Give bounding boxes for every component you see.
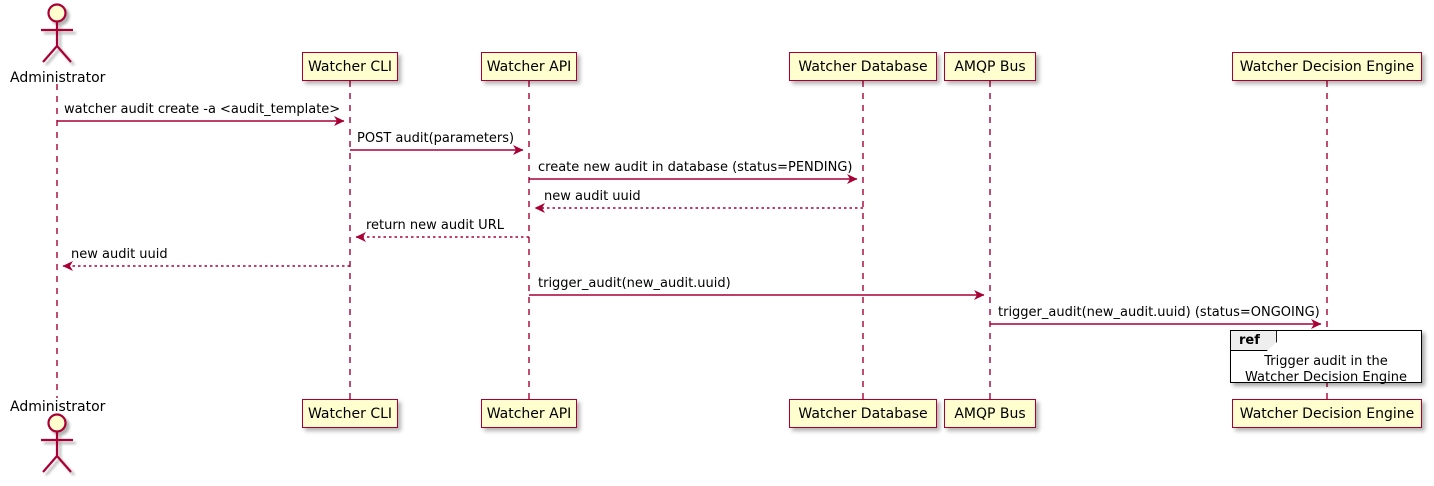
participant-box-watcher-api-bottom[interactable]: Watcher API	[481, 399, 577, 428]
ref-fragment-line-1: Trigger audit in the	[1264, 354, 1388, 369]
participant-label: Watcher CLI	[307, 405, 393, 422]
message-label-trigger-audit-ongoing: trigger_audit(new_audit.uuid) (status=ON…	[998, 305, 1320, 320]
participant-label: Watcher CLI	[307, 58, 393, 75]
actor-administrator-bottom	[41, 413, 73, 473]
participant-box-watcher-database-bottom[interactable]: Watcher Database	[789, 399, 937, 428]
participant-box-watcher-decision-engine-bottom[interactable]: Watcher Decision Engine	[1232, 399, 1422, 428]
participant-label: Watcher Database	[798, 405, 928, 422]
ref-fragment[interactable]: ref Trigger audit in the Watcher Decisio…	[1230, 330, 1422, 386]
actor-label-administrator-bottom: Administrator	[10, 399, 106, 415]
participant-box-watcher-cli-bottom[interactable]: Watcher CLI	[302, 399, 398, 428]
participant-label: Watcher API	[486, 405, 572, 422]
message-label-create-new-audit: create new audit in database (status=PEN…	[538, 160, 853, 175]
lifelines	[56, 81, 1328, 399]
participant-label: Watcher Database	[798, 58, 928, 75]
participant-box-watcher-database-top[interactable]: Watcher Database	[789, 52, 937, 81]
participant-label: Watcher API	[486, 58, 572, 75]
message-label-watcher-audit-create: watcher audit create -a <audit_template>	[64, 102, 341, 117]
participant-box-watcher-api-top[interactable]: Watcher API	[481, 52, 577, 81]
message-label-new-audit-uuid-admin: new audit uuid	[71, 247, 168, 262]
ref-fragment-body: Trigger audit in the Watcher Decision En…	[1231, 354, 1421, 386]
participant-box-amqp-bus-bottom[interactable]: AMQP Bus	[944, 399, 1036, 428]
actor-label-administrator-top: Administrator	[10, 70, 106, 86]
message-label-post-audit: POST audit(parameters)	[357, 131, 515, 146]
participant-label: Watcher Decision Engine	[1239, 58, 1415, 75]
message-label-trigger-audit: trigger_audit(new_audit.uuid)	[538, 276, 731, 291]
participant-box-watcher-decision-engine-top[interactable]: Watcher Decision Engine	[1232, 52, 1422, 81]
actor-administrator-top	[41, 3, 73, 63]
participant-label: AMQP Bus	[954, 405, 1026, 422]
participant-label: AMQP Bus	[954, 58, 1026, 75]
participant-box-watcher-cli-top[interactable]: Watcher CLI	[302, 52, 398, 81]
ref-fragment-line-2: Watcher Decision Engine	[1245, 370, 1407, 385]
message-label-new-audit-uuid-api: new audit uuid	[544, 189, 641, 204]
ref-fragment-tab-label: ref	[1231, 331, 1277, 351]
message-label-return-new-audit-url: return new audit URL	[366, 218, 504, 233]
message-arrows	[57, 116, 1322, 329]
participant-box-amqp-bus-top[interactable]: AMQP Bus	[944, 52, 1036, 81]
participant-label: Watcher Decision Engine	[1239, 405, 1415, 422]
